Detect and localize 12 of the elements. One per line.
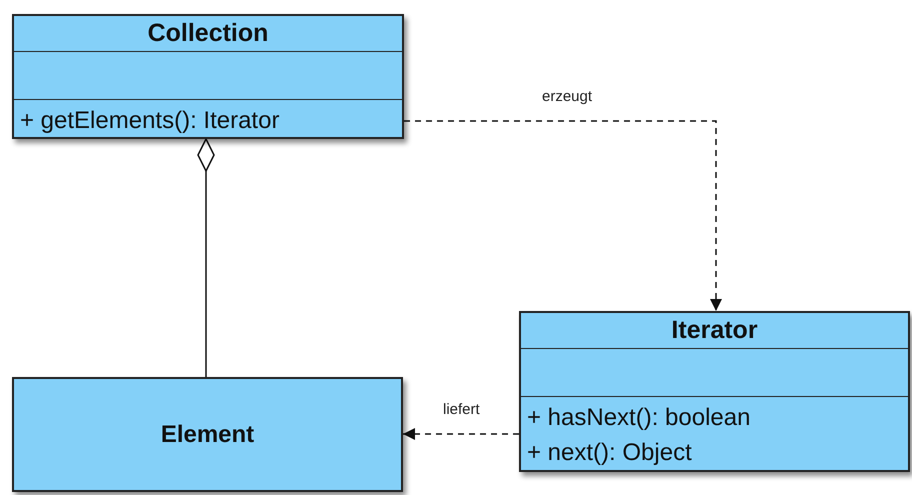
connector-arrow — [403, 428, 519, 440]
class-box — [12, 377, 403, 492]
method-signature: + hasNext(): boolean — [527, 403, 752, 433]
method-signature: + getElements(): Iterator — [20, 106, 280, 136]
method-signature: + next(): Object — [527, 438, 693, 468]
class-box — [12, 14, 404, 139]
class-box — [519, 311, 910, 472]
class-name: Collection — [148, 19, 268, 48]
class-name: Element — [160, 420, 254, 448]
edge-label: erzeugt — [540, 88, 594, 105]
connector-arrow — [404, 120, 722, 311]
class-name: Iterator — [671, 316, 758, 345]
